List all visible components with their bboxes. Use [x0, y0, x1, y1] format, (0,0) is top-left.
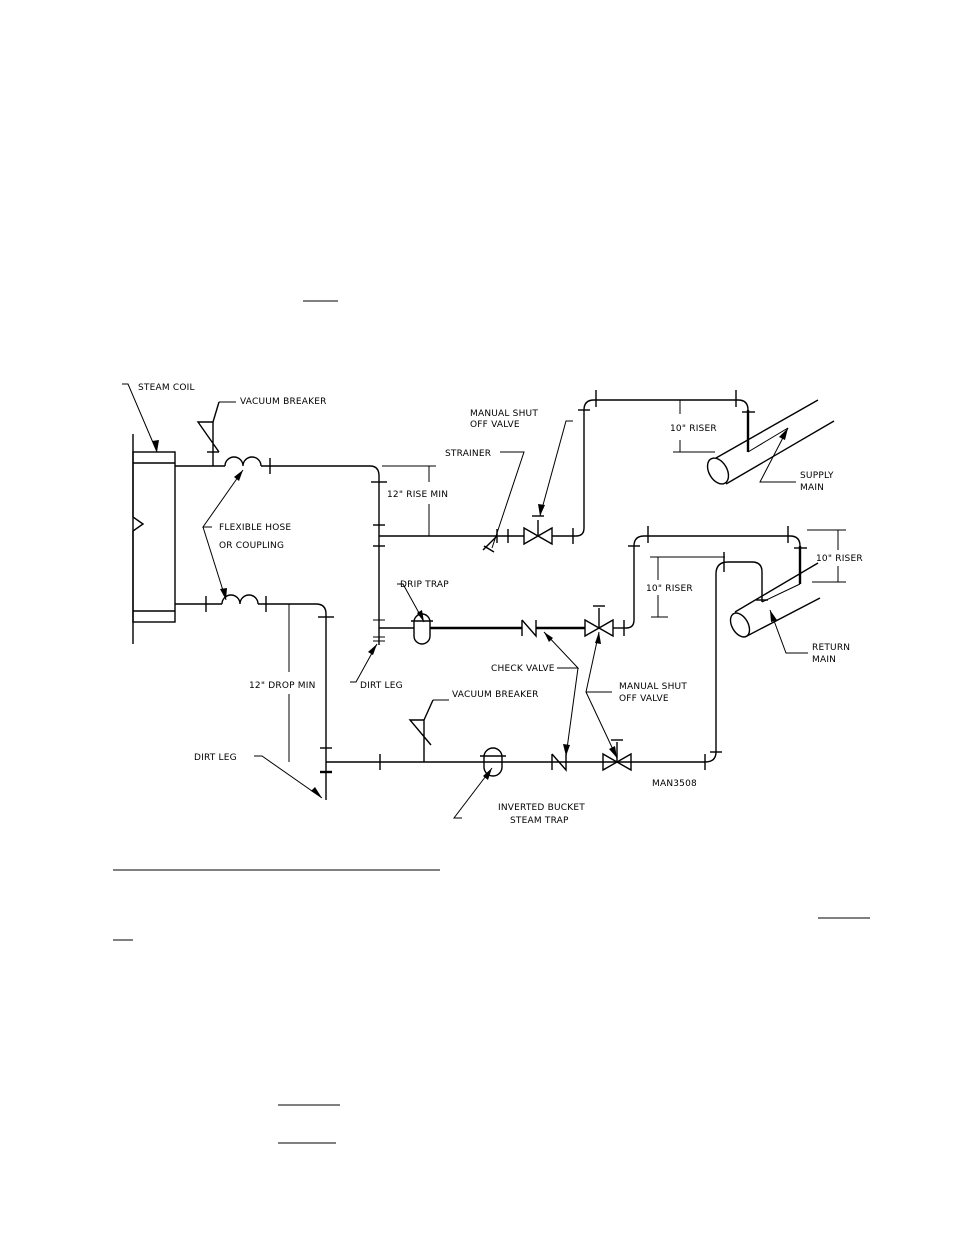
label-supply-main-1: SUPPLY	[800, 471, 834, 481]
label-rise-min: 12" RISE MIN	[387, 490, 448, 500]
label-return-main-2: MAIN	[812, 655, 836, 665]
label-riser-return-outer: 10" RISER	[816, 554, 863, 564]
riser-dimension-supply	[673, 400, 715, 453]
diagram-labels: STEAM COIL VACUUM BREAKER MANUAL SHUT OF…	[138, 383, 863, 826]
label-strainer: STRAINER	[445, 449, 491, 459]
steam-coil	[132, 434, 176, 644]
leader-lines	[122, 383, 808, 819]
label-flexible-hose-1: FLEXIBLE HOSE	[219, 523, 291, 533]
label-steam-coil: STEAM COIL	[138, 383, 195, 393]
rise-min-dimension	[382, 465, 436, 536]
label-vacuum-breaker-bottom: VACUUM BREAKER	[452, 690, 539, 700]
label-inverted-bucket-1: INVERTED BUCKET	[498, 803, 585, 813]
label-manual-shutoff-top-2: OFF VALVE	[470, 420, 520, 430]
label-drawing-id: MAN3508	[652, 779, 697, 789]
label-drip-trap: DRIP TRAP	[400, 580, 449, 590]
supply-main-pipe	[706, 399, 835, 485]
label-return-main-1: RETURN	[812, 643, 850, 653]
label-flexible-hose-2: OR COUPLING	[219, 541, 284, 551]
label-drop-min: 12" DROP MIN	[249, 681, 316, 691]
label-vacuum-breaker-top: VACUUM BREAKER	[240, 397, 327, 407]
label-dirt-leg-upper: DIRT LEG	[360, 681, 403, 691]
label-inverted-bucket-2: STEAM TRAP	[510, 816, 569, 826]
label-check-valve: CHECK VALVE	[491, 664, 555, 674]
label-manual-shutoff-bottom-1: MANUAL SHUT	[619, 682, 687, 692]
label-riser-supply: 10" RISER	[670, 424, 717, 434]
label-manual-shutoff-top-1: MANUAL SHUT	[470, 409, 538, 419]
label-dirt-leg-lower: DIRT LEG	[194, 753, 237, 763]
supply-piping	[175, 390, 755, 645]
return-main-pipe	[729, 562, 821, 638]
label-manual-shutoff-bottom-2: OFF VALVE	[619, 694, 669, 704]
condensate-piping	[175, 552, 768, 800]
label-riser-return-inner: 10" RISER	[646, 584, 693, 594]
label-supply-main-2: MAIN	[800, 483, 824, 493]
riser-dimension-return	[650, 529, 846, 618]
